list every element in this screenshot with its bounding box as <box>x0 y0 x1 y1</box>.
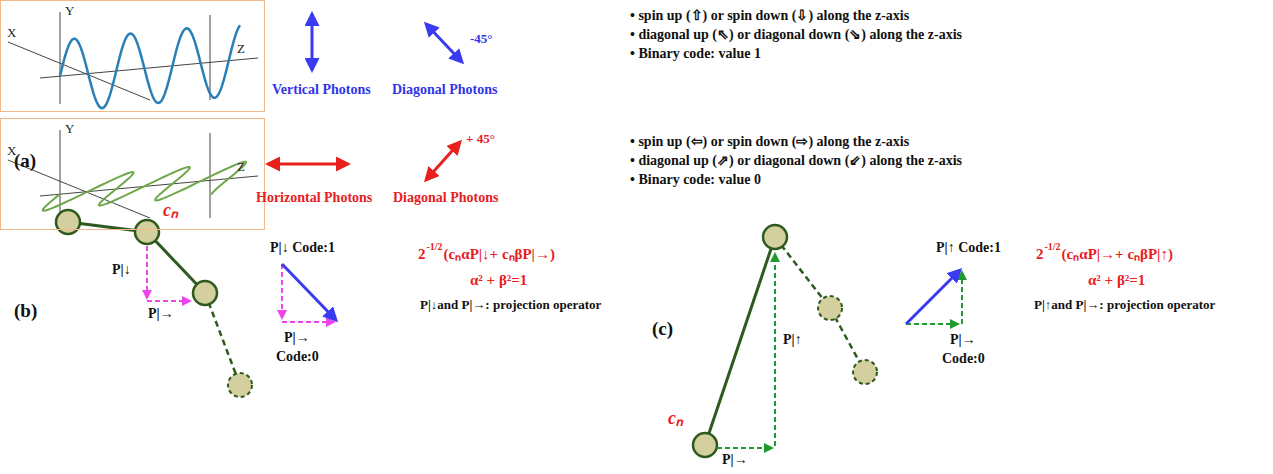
bullet-text: • diagonal up (⇗) or diagonal down (⇙) a… <box>630 153 962 169</box>
axis-label: Z <box>237 159 245 175</box>
formula: (cₙαP|↓+ cₙβP|→) <box>444 246 555 263</box>
formula: 2 <box>418 246 426 263</box>
axis-label: Z <box>237 41 245 57</box>
label: P|→ <box>284 330 310 346</box>
panel-label: (a) <box>14 150 36 172</box>
diagonal-arrow <box>426 142 460 180</box>
label: Vertical Photons <box>272 82 371 98</box>
formula: 2 <box>1036 246 1044 263</box>
label: P|→ <box>722 452 748 468</box>
label: Code:0 <box>276 349 319 365</box>
bullet-text: • Binary code: value 0 <box>630 172 761 188</box>
label: -45° <box>470 32 493 47</box>
formula: -1/2 <box>1045 241 1061 253</box>
vector-triangle <box>282 264 336 322</box>
chain <box>56 210 252 397</box>
bullet-text: • spin up (⇧) or spin down (⇩) along the… <box>630 8 909 24</box>
bullet-text: • spin up (⇦) or spin down (⇨) along the… <box>630 134 909 150</box>
axis-label: Y <box>65 3 74 19</box>
label: Code:0 <box>942 351 985 367</box>
wave-curve <box>60 25 240 108</box>
label: + 45° <box>466 132 495 147</box>
formula: α² + β²=1 <box>470 272 527 289</box>
panel-label: (c) <box>652 318 673 340</box>
formula: (cₙαP|→+ cₙβP|↑) <box>1062 246 1173 263</box>
label: P|↓ Code:1 <box>270 240 335 256</box>
label: Diagonal Photons <box>393 190 498 206</box>
diagonal-arrow <box>426 24 462 62</box>
vertical-arrow <box>311 14 314 70</box>
label: P|↑ Code:1 <box>936 240 1001 256</box>
formula: α² + β²=1 <box>1088 272 1145 289</box>
bullet-text: • diagonal up (⇖) or diagonal down (⇘) a… <box>630 27 962 43</box>
vector-triangle <box>906 270 962 324</box>
panel-label: (b) <box>14 300 37 322</box>
axes <box>8 12 258 222</box>
bullet-text: • Binary code: value 1 <box>630 46 761 62</box>
label: cₙ <box>163 200 178 221</box>
label: P|↑ <box>783 332 802 348</box>
axis-label: Y <box>65 121 74 137</box>
chain <box>693 225 877 457</box>
label: P|↓and P|→: projection operator <box>420 298 601 313</box>
label: cₙ <box>668 408 683 429</box>
label: P|→ <box>950 332 976 348</box>
label: P|↑and P|→: projection operator <box>1034 298 1215 313</box>
label: P|↓ <box>112 262 131 278</box>
label: P|→ <box>148 306 174 322</box>
label: Diagonal Photons <box>392 82 497 98</box>
wave-panel: X Y Z <box>0 0 265 112</box>
formula: -1/2 <box>427 241 443 253</box>
axis-label: X <box>7 25 16 41</box>
wave-curve <box>43 162 246 211</box>
horizontal-arrow <box>268 163 348 166</box>
wave-panel: XYZ <box>0 118 265 230</box>
label: Horizontal Photons <box>256 190 372 206</box>
